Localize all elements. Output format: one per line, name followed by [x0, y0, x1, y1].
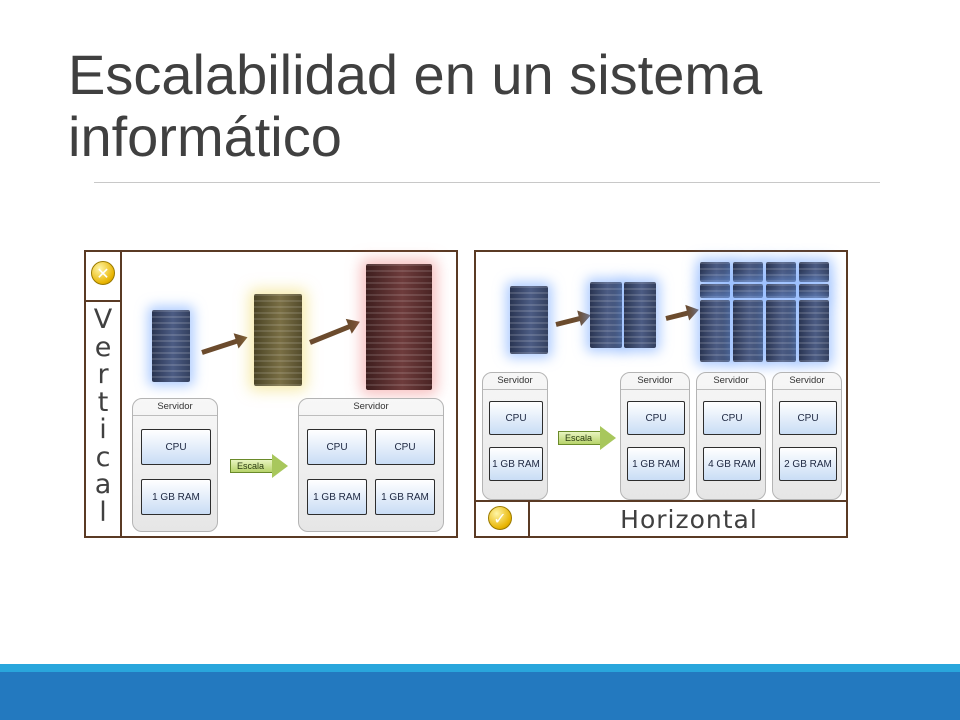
- vertical-letter: r: [97, 359, 109, 390]
- horizontal-label-bar: ✓ Horizontal: [476, 500, 846, 536]
- small-server-icon: [799, 300, 829, 362]
- small-server-icon: [700, 262, 730, 282]
- small-server-icon: [733, 300, 763, 362]
- footer-accent-bar: [0, 664, 960, 672]
- vertical-letter: c: [95, 441, 111, 473]
- ram-chip: 1 GB RAM: [489, 447, 543, 481]
- small-server-icon: [733, 284, 763, 298]
- server-cluster: [700, 262, 830, 364]
- ram-chip: 1 GB RAM: [375, 479, 435, 515]
- escala-arrow: Escala: [230, 454, 288, 478]
- small-server-icon: [799, 284, 829, 298]
- vertical-label: V e r t i c a l: [86, 306, 120, 526]
- cpu-chip: CPU: [703, 401, 761, 435]
- cpu-chip: CPU: [489, 401, 543, 435]
- escala-arrow-head: [272, 454, 288, 478]
- server-box-title: Servidor: [773, 373, 841, 390]
- cpu-chip: CPU: [779, 401, 837, 435]
- small-server-icon: [624, 282, 656, 348]
- server-box-after: Servidor CPU 4 GB RAM: [696, 372, 766, 500]
- vertical-letter: a: [94, 469, 112, 500]
- small-server-icon: [766, 262, 796, 282]
- small-server-icon: [733, 262, 763, 282]
- escala-arrow: Escala: [558, 426, 616, 450]
- vertical-letter: t: [97, 386, 109, 418]
- horizontal-label: Horizontal: [620, 504, 758, 534]
- small-server-icon: [590, 282, 622, 348]
- horizontal-scaling-panel: Servidor CPU 1 GB RAM Escala Servidor CP…: [474, 250, 848, 538]
- vertical-badge-cell: ✕: [86, 252, 120, 302]
- vertical-letter: l: [99, 496, 107, 528]
- ram-chip: 1 GB RAM: [307, 479, 367, 515]
- arrow-icon: [555, 315, 582, 327]
- vertical-scaling-panel: ✕ V e r t i c a l Servidor CPU 1 GB RAM …: [84, 250, 458, 538]
- arrow-icon: [201, 338, 239, 355]
- server-box-title: Servidor: [697, 373, 765, 390]
- small-server-icon: [766, 284, 796, 298]
- small-server-icon: [799, 262, 829, 282]
- server-box-before: Servidor CPU 1 GB RAM: [132, 398, 218, 532]
- small-server-icon: [152, 310, 190, 382]
- ram-chip: 2 GB RAM: [779, 447, 837, 481]
- medium-server-icon: [254, 294, 302, 386]
- arrow-icon: [665, 310, 690, 321]
- server-box-after: Servidor CPU 2 GB RAM: [772, 372, 842, 500]
- slide-title: Escalabilidad en un sistema informático: [68, 43, 763, 168]
- server-box-before: Servidor CPU 1 GB RAM: [482, 372, 548, 500]
- horizontal-badge-cell: ✓: [476, 502, 530, 536]
- server-box-after: Servidor CPU 1 GB RAM: [620, 372, 690, 500]
- server-box-title: Servidor: [621, 373, 689, 390]
- footer-bar: [0, 672, 960, 720]
- title-divider: [94, 182, 880, 183]
- small-server-icon: [766, 300, 796, 362]
- escala-label: Escala: [230, 459, 274, 473]
- ram-chip: 1 GB RAM: [141, 479, 211, 515]
- cpu-chip: CPU: [307, 429, 367, 465]
- cpu-chip: CPU: [375, 429, 435, 465]
- arrow-icon: [309, 323, 352, 345]
- server-box-title: Servidor: [133, 399, 217, 416]
- check-circle-icon: ✓: [488, 506, 512, 530]
- ram-chip: 1 GB RAM: [627, 447, 685, 481]
- vertical-letter: V: [93, 304, 113, 335]
- small-server-icon: [700, 300, 730, 362]
- server-box-title: Servidor: [299, 399, 443, 416]
- large-server-icon: [366, 264, 432, 390]
- cpu-chip: CPU: [627, 401, 685, 435]
- x-circle-icon: ✕: [91, 261, 115, 285]
- vertical-letter: i: [99, 414, 107, 445]
- vertical-label-strip: ✕ V e r t i c a l: [86, 252, 122, 536]
- escala-label: Escala: [558, 431, 602, 445]
- server-box-after: Servidor CPU CPU 1 GB RAM 1 GB RAM: [298, 398, 444, 532]
- small-server-icon: [510, 286, 548, 354]
- escala-arrow-head: [600, 426, 616, 450]
- ram-chip: 4 GB RAM: [703, 447, 761, 481]
- small-server-icon: [700, 284, 730, 298]
- cpu-chip: CPU: [141, 429, 211, 465]
- server-box-title: Servidor: [483, 373, 547, 390]
- vertical-letter: e: [94, 331, 112, 363]
